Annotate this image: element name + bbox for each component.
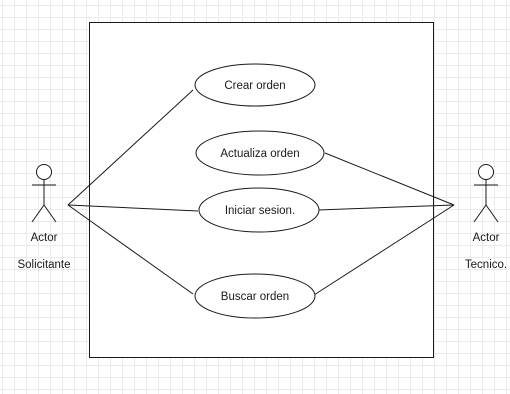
actor-solicitante-label: Actor [31, 232, 58, 244]
actor-solicitante-sublabel: Solicitante [17, 259, 70, 271]
use-case-iniciar-label: Iniciar sesion. [225, 205, 295, 217]
association-solicitante-crear[interactable] [67, 89, 194, 206]
actor-tecnico-label: Actor [473, 232, 500, 244]
use-case-buscar-label: Buscar orden [221, 291, 289, 303]
association-solicitante-iniciar[interactable] [67, 204, 199, 212]
actor-tecnico-sublabel: Tecnico. [465, 259, 507, 271]
use-case-iniciar-shape[interactable] [198, 187, 320, 233]
associations [67, 89, 455, 296]
use-case-crear-label: Crear orden [224, 80, 285, 92]
actor-tecnico[interactable]: Actor Tecnico. [465, 164, 507, 272]
association-tecnico-iniciar[interactable] [317, 204, 455, 211]
stick-figure-icon [473, 164, 499, 223]
association-tecnico-buscar[interactable] [313, 204, 455, 296]
use-case-buscar-shape[interactable] [194, 273, 316, 319]
use-case-actualiza[interactable]: Actualiza orden [195, 130, 325, 176]
use-case-crear-shape[interactable] [194, 63, 316, 107]
use-case-crear[interactable]: Crear orden [194, 63, 316, 107]
use-case-actualiza-shape[interactable] [195, 130, 325, 176]
use-case-buscar[interactable]: Buscar orden [194, 273, 316, 319]
use-case-iniciar[interactable]: Iniciar sesion. [198, 187, 320, 233]
association-tecnico-actualiza[interactable] [324, 152, 455, 206]
use-case-actualiza-label: Actualiza orden [220, 148, 299, 160]
association-solicitante-buscar[interactable] [67, 204, 194, 295]
stick-figure-icon [31, 164, 57, 223]
actor-solicitante[interactable]: Actor Solicitante [17, 164, 71, 272]
